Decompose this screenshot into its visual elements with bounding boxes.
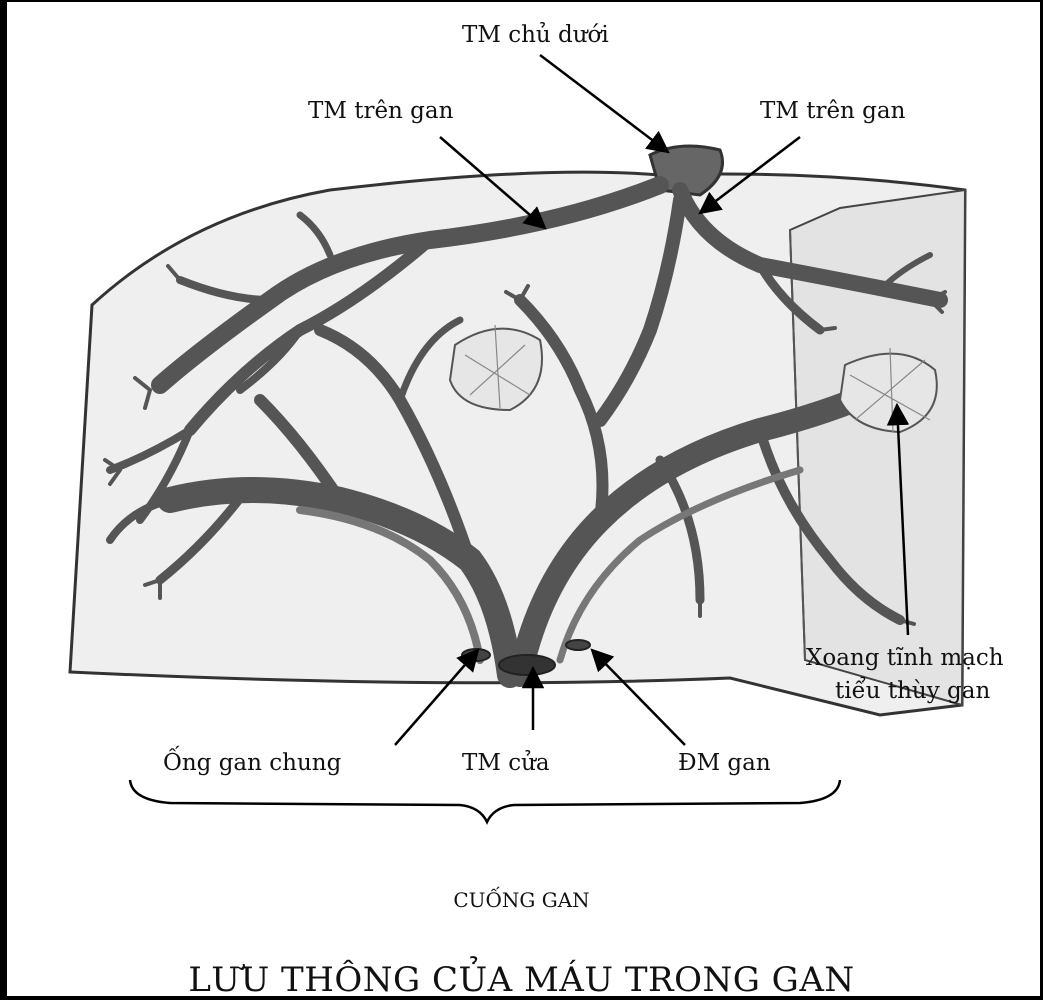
label-common-hepatic-duct: Ống gan chung <box>163 750 341 776</box>
pedicle-label: CUỐNG GAN <box>0 888 1043 912</box>
liver-cut-face <box>790 190 965 705</box>
pedicle-brace <box>130 780 840 822</box>
label-hepatic-artery: ĐM gan <box>678 750 771 776</box>
figure-title: LƯU THÔNG CỦA MÁU TRONG GAN <box>0 960 1043 1000</box>
label-hepatic-vein-right: TM trên gan <box>760 98 905 124</box>
arrow-ivc <box>540 55 668 152</box>
label-sinusoid-line2: tiểu thùy gan <box>835 678 990 704</box>
label-hepatic-vein-left: TM trên gan <box>308 98 453 124</box>
label-ivc: TM chủ dưới <box>462 22 609 48</box>
label-sinusoid-line1: Xoang tĩnh mạch <box>806 645 1004 671</box>
label-portal-vein: TM cửa <box>462 750 550 776</box>
